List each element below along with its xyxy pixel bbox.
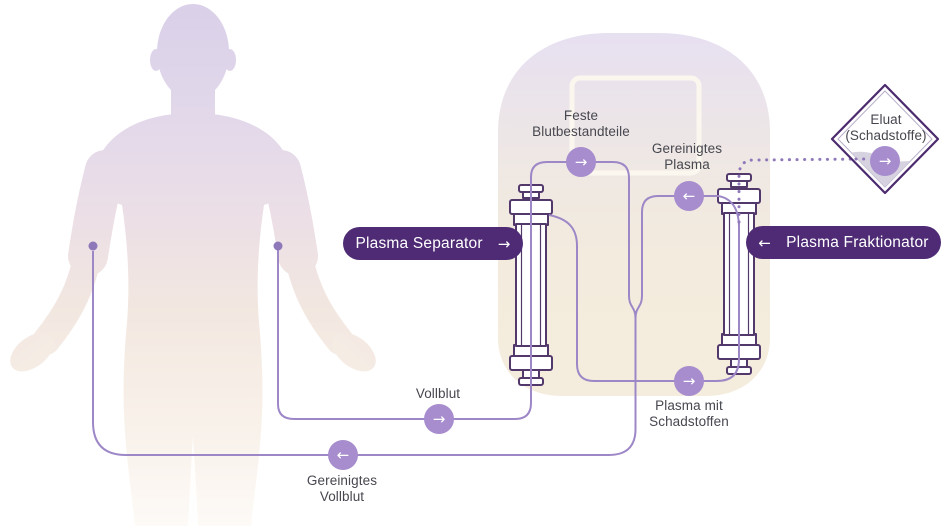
flow-badge-plasma-mit-schadstoffen: → <box>674 366 704 396</box>
label-feste-blutbestandteile: Feste Blutbestandteile <box>532 108 630 139</box>
flow-badge-eluat: → <box>870 146 900 176</box>
apheresis-machine <box>498 33 770 396</box>
plasma-separator-pill: Plasma Separator → <box>343 227 523 260</box>
plasma-fraktionator-pill: ← Plasma Fraktionator <box>746 226 941 259</box>
label-gereinigtes-plasma: Gereinigtes Plasma <box>651 141 723 172</box>
arrow-right-icon: → <box>574 152 588 171</box>
arrow-right-icon: → <box>432 409 446 428</box>
flow-badge-gereinigtes-vollblut: ← <box>328 440 358 470</box>
label-plasma-mit-schadstoffen: Plasma mit Schadstoffen <box>649 398 729 429</box>
access-point-left-arm <box>88 241 98 251</box>
label-gereinigtes-vollblut: Gereinigtes Vollblut <box>306 473 378 504</box>
plasma-fraktionator-label: Plasma Fraktionator <box>786 233 929 251</box>
arrow-right-icon: → <box>682 371 696 390</box>
tube-y-merge <box>628 295 643 319</box>
flow-badge-vollblut: → <box>424 404 454 434</box>
arrow-right-icon: → <box>878 151 892 170</box>
tube-plasma-mit-schadstoffen <box>548 214 740 382</box>
arrow-left-icon: ← <box>336 445 350 464</box>
label-vollblut: Vollblut <box>415 386 461 401</box>
tube-gereinigtes-plasma <box>641 195 740 296</box>
arrow-left-icon: ← <box>682 186 696 205</box>
access-point-right-arm <box>273 241 283 251</box>
tube-vollblut <box>277 161 630 420</box>
plasma-separator-label: Plasma Separator <box>355 234 483 252</box>
machine-screen <box>569 75 702 176</box>
tube-eluat-dotted <box>737 157 868 224</box>
arrow-left-icon: ← <box>758 233 772 252</box>
label-eluat: Eluat (Schadstoffe) <box>845 112 927 143</box>
tube-gereinigtes-vollblut <box>92 251 637 456</box>
flow-badge-feste-blutbestandteile: → <box>566 147 596 177</box>
arrow-right-icon: → <box>497 234 511 253</box>
patient-silhouette <box>10 4 376 526</box>
tubing-lines <box>92 157 868 456</box>
flow-badge-gereinigtes-plasma: ← <box>674 181 704 211</box>
